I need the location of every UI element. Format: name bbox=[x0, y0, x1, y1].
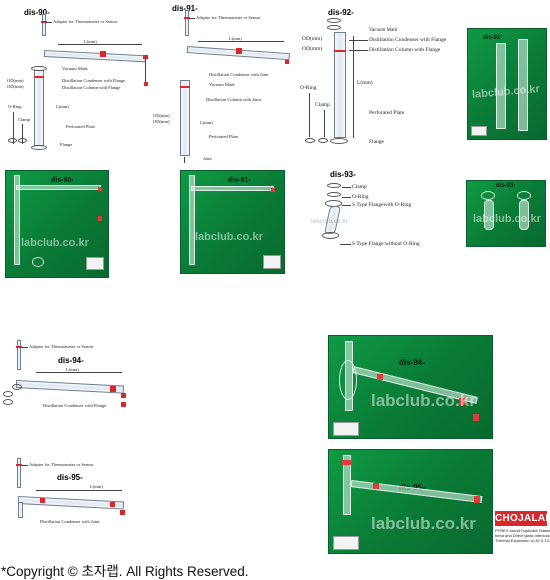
label-vacuum: Vacuum Mark bbox=[62, 66, 88, 71]
watermark: labclub.co.kr bbox=[311, 219, 349, 225]
label-od1: OD(mm) bbox=[153, 113, 170, 118]
model-label-dis-90: dis-90- bbox=[24, 8, 50, 17]
brand-block: CHOJALAB PYREX brand Duplicate Glassware… bbox=[495, 511, 550, 543]
watermark: labclub.co.kr bbox=[371, 514, 476, 533]
label-adapter: Adapter for Thermometer or Sensor bbox=[196, 15, 261, 20]
label-vacuum: Vacuum Mark bbox=[369, 28, 398, 33]
label-plate: Perforated Plate bbox=[209, 134, 238, 139]
label-column: Distillation Column with Flange bbox=[369, 47, 441, 53]
label-condenser: Distillation Condenser with Flange bbox=[43, 403, 107, 408]
label-l2: L(mm) bbox=[200, 120, 213, 125]
label-oring: O-Ring bbox=[8, 104, 22, 109]
condenser-tube bbox=[17, 496, 125, 510]
label-od2: OD(mm) bbox=[7, 84, 24, 89]
photo-dis-94: dis-94- labclub.co.kr bbox=[328, 335, 493, 439]
label-joint: Joint bbox=[203, 156, 212, 161]
watermark: labclub.co.kr bbox=[195, 231, 263, 243]
label-adapter: Adapter for Thermometer or Sensor bbox=[29, 462, 94, 467]
label-adapter: Adapter for Thermometer or Sensor bbox=[29, 344, 94, 349]
label-flange: Flange bbox=[369, 139, 384, 145]
label-oring: O-Ring bbox=[300, 85, 317, 91]
brand-line-2: bend and Direct glass interlock bbox=[495, 533, 550, 538]
model-label-dis-92: dis-92- bbox=[328, 8, 354, 17]
photo-model-label: dis-94- bbox=[399, 358, 425, 367]
photo-model-label: dis-90- bbox=[51, 177, 74, 184]
brand-line-3: Thermal Expansion α=32 X 10-7/K bbox=[495, 538, 550, 543]
label-od1: OD(mm) bbox=[302, 36, 323, 42]
label-oring: O-Ring bbox=[352, 194, 369, 200]
photo-model-label: dis-93- bbox=[496, 183, 516, 189]
brand-logo: CHOJALAB bbox=[495, 511, 550, 526]
label-stype-without: S Type Flange without O-Ring bbox=[352, 241, 420, 247]
label-clamp: Clamp bbox=[352, 184, 367, 190]
photo-dis-95: dis-95- labclub.co.kr bbox=[328, 449, 493, 554]
condenser-tube bbox=[43, 50, 147, 63]
model-label-dis-95: dis-95- bbox=[57, 473, 83, 482]
label-clamp: Clamp bbox=[315, 102, 330, 108]
label-vacuum: Vacuum Mark bbox=[209, 82, 235, 87]
model-label-dis-94: dis-94- bbox=[58, 356, 84, 365]
label-length: L(mm) bbox=[357, 80, 373, 86]
label-condenser: Distillation Condenser with Flange bbox=[62, 78, 126, 83]
photo-dis-91: dis-91- labclub.co.kr bbox=[180, 170, 285, 274]
label-od1: OD(mm) bbox=[7, 78, 24, 83]
photo-model-label: dis-92- bbox=[483, 35, 503, 41]
adapter-cap bbox=[41, 21, 47, 23]
model-label-dis-93: dis-93- bbox=[330, 170, 356, 179]
label-l2: L(mm) bbox=[56, 104, 69, 109]
watermark: labclub.co.kr bbox=[21, 237, 89, 249]
watermark: labclub.co.kr bbox=[473, 213, 541, 225]
photo-model-label: dis-91- bbox=[228, 177, 251, 184]
label-stype-with: S Type Flangewith O-Ring bbox=[352, 202, 412, 208]
label-adapter: Adapter for Thermometer or Sensor bbox=[53, 19, 118, 24]
label-length: L(mm) bbox=[90, 484, 103, 489]
photo-dis-92: dis-92- labclub.co.kr bbox=[467, 28, 547, 140]
column-tube bbox=[180, 80, 190, 156]
label-condenser: Distillation Condenser with Joint bbox=[40, 519, 100, 524]
watermark: labclub.co.kr bbox=[371, 391, 476, 410]
label-length: L(mm) bbox=[66, 367, 79, 372]
label-length: L(mm) bbox=[229, 36, 242, 41]
label-column: Distillation Column with Flange bbox=[62, 85, 121, 90]
label-plate: Perforated Plate bbox=[369, 110, 405, 116]
label-od2: OD(mm) bbox=[302, 46, 323, 52]
label-length: L(mm) bbox=[84, 39, 97, 44]
label-column: Distillation Column with Joint bbox=[206, 97, 261, 102]
label-condenser: Distillation Condenser with Flange bbox=[369, 37, 447, 43]
column-tube bbox=[34, 70, 44, 146]
adapter-stem bbox=[42, 14, 46, 36]
column-tube bbox=[334, 32, 346, 138]
photo-dis-90: dis-90- labclub.co.kr bbox=[5, 170, 109, 278]
label-flange: Flange bbox=[60, 142, 73, 147]
model-label-dis-91: dis-91- bbox=[172, 4, 198, 13]
label-od2: OD(mm) bbox=[153, 119, 170, 124]
label-condenser: Distillation Condenser with Joint bbox=[209, 72, 269, 77]
label-plate: Perforated Plate bbox=[66, 124, 95, 129]
copyright-text: *Copyright © 초자랩. All Rights Reserved. bbox=[1, 564, 249, 579]
photo-dis-93: dis-93- labclub.co.kr bbox=[466, 180, 546, 247]
brand-line-1: PYREX brand Duplicate Glassware bbox=[495, 528, 550, 533]
condenser-tube bbox=[15, 380, 125, 394]
label-clamp: Clamp bbox=[18, 117, 30, 122]
